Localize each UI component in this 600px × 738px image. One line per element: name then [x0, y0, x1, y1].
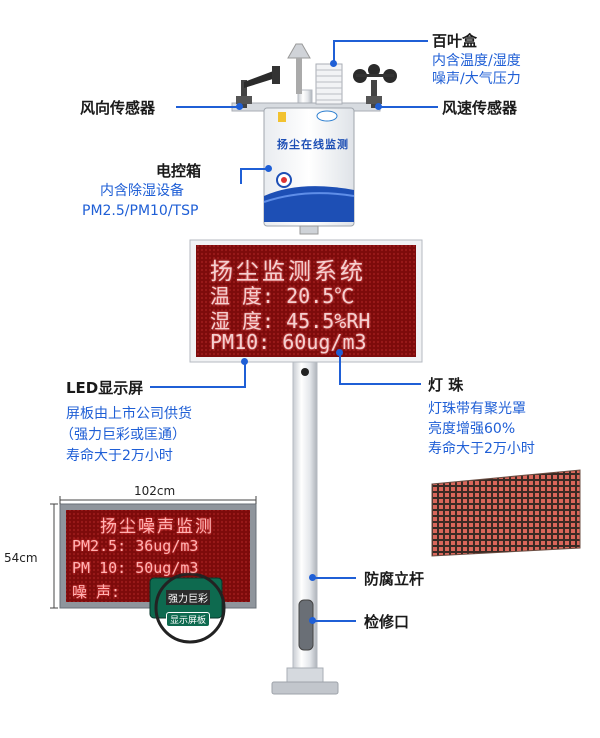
label-wind-speed: 风速传感器 [442, 99, 518, 117]
callout-line-wind-direction [176, 106, 238, 108]
label-louver-box-line2: 噪声/大气压力 [432, 71, 521, 87]
width-dimension-label: 102cm [134, 484, 176, 498]
small-led-line-title: 扬尘噪声监测 [100, 517, 214, 537]
callout-line-access [312, 620, 356, 622]
callout-dot-wind-speed [375, 103, 382, 110]
callout-line-beads-v [339, 352, 341, 384]
led-line-temperature: 温 度: 20.5℃ [210, 284, 355, 308]
label-led-screen-line3: 寿命大于2万小时 [66, 448, 173, 464]
callout-dot-pole [309, 574, 316, 581]
board-label: 强力巨彩 [166, 590, 210, 605]
callout-line-beads-h [339, 383, 421, 385]
callout-line-control-v [240, 168, 242, 184]
label-lamp-beads-line1: 灯珠带有聚光罩 [428, 401, 526, 417]
label-pole: 防腐立杆 [364, 570, 425, 588]
label-louver-box-title: 百叶盒 [432, 32, 478, 50]
wind-direction-sensor [236, 66, 280, 108]
label-louver-box-line1: 内含温度/湿度 [432, 53, 521, 69]
led-line-pm10: PM10: 60ug/m3 [210, 330, 367, 354]
height-dimension-label: 54cm [4, 551, 38, 565]
callout-line-wind-speed [378, 106, 438, 108]
label-lamp-beads-line2: 亮度增强60% [428, 421, 516, 437]
label-led-screen-title: LED显示屏 [66, 379, 144, 397]
callout-dot-beads [336, 349, 343, 356]
callout-dot-wind-direction [236, 103, 243, 110]
small-led-line-noise: 噪 声: [72, 583, 121, 601]
label-lamp-beads-title: 灯 珠 [428, 376, 464, 394]
callout-dot-access [309, 617, 316, 624]
wind-speed-sensor [353, 64, 397, 108]
access-port [298, 599, 314, 651]
callout-dot-control [265, 165, 272, 172]
label-control-box-line1: 内含除湿设备 [100, 183, 184, 199]
label-access-port: 检修口 [364, 613, 410, 631]
callout-line-led-v [244, 362, 246, 386]
label-led-screen-line1: 屏板由上市公司供货 [66, 406, 192, 422]
label-control-box-title: 电控箱 [156, 162, 202, 180]
callout-line-control-h [240, 168, 268, 170]
main-led-board [189, 239, 423, 363]
led-line-humidity: 湿 度: 45.5%RH [210, 309, 371, 333]
control-cabinet [263, 107, 355, 235]
led-line-title: 扬尘监测系统 [210, 259, 366, 285]
label-lamp-beads-line3: 寿命大于2万小时 [428, 441, 535, 457]
board-caption: 显示屏板 [166, 612, 211, 627]
lamp-bead-closeup [431, 469, 581, 557]
callout-dot-led [241, 358, 248, 365]
callout-line-louver-v [333, 40, 335, 62]
label-control-box-line2: PM2.5/PM10/TSP [82, 203, 199, 219]
louver-box [315, 63, 343, 105]
label-led-screen-line2: （强力巨彩或匡通） [60, 427, 186, 443]
callout-line-led-h [150, 386, 246, 388]
small-led-line-pm25: PM2.5: 36ug/m3 [72, 537, 199, 555]
small-led-line-pm10: PM 10: 50ug/m3 [72, 559, 199, 577]
callout-line-pole [312, 577, 356, 579]
dimension-lines [50, 496, 257, 609]
cabinet-title: 扬尘在线监测 [277, 138, 349, 151]
callout-line-louver-h [333, 40, 428, 42]
callout-dot-louver [330, 60, 337, 67]
cone-sensor [287, 43, 311, 94]
label-wind-direction: 风向传感器 [80, 99, 156, 117]
